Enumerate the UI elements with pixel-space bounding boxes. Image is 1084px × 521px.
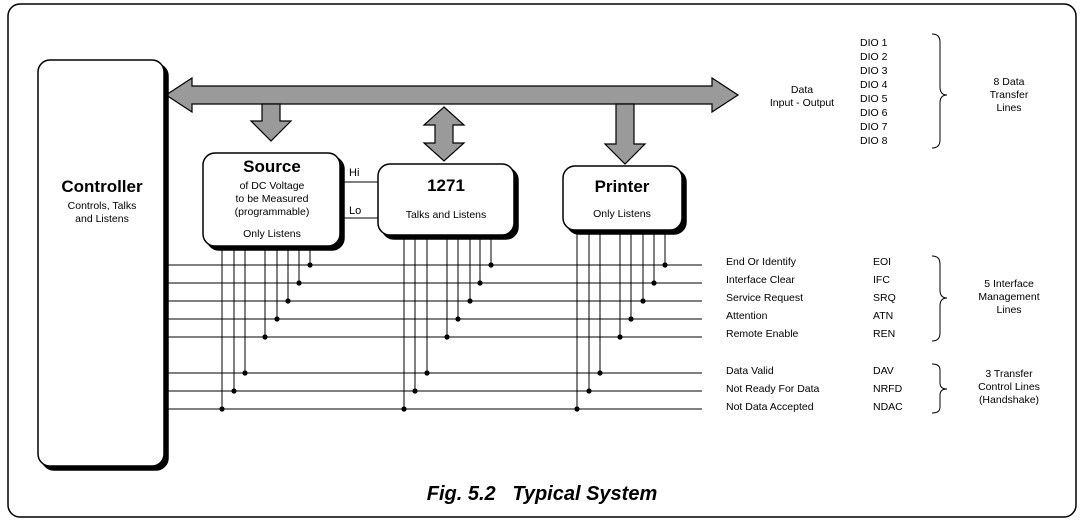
line-name: End Or Identify [726,256,797,268]
transfer-lines-brace [931,363,948,414]
line-abbr: DAV [873,365,894,377]
line-name: Data Valid [726,365,774,377]
figure-caption: Fig. 5.2 Typical System [427,483,657,505]
meter-bus-arrow [422,106,466,162]
hi-label: Hi [349,167,359,179]
line-name: Remote Enable [726,328,799,340]
transfer-group-label-2: Control Lines [978,381,1040,393]
source-box [202,152,341,247]
controller-title: Controller [61,177,143,196]
line-abbr: NDAC [873,401,903,413]
data-lines-group-label-3: Lines [996,102,1021,114]
lo-label: Lo [349,205,361,217]
line-abbr: EOI [873,256,891,268]
data-lines-brace [931,33,948,149]
data-lines-group-label-2: Transfer [990,89,1029,101]
meter-box [377,163,515,236]
controller-box [37,59,165,467]
transfer-group-label-1: 3 Transfer [985,368,1033,380]
dio-line: DIO 1 [860,37,888,49]
dio-line: DIO 5 [860,93,888,105]
hi-lo-connection [340,181,378,219]
controller-desc-2: and Listens [75,213,129,225]
management-group-label-2: Management [978,291,1039,303]
data-bus-arrow [164,76,740,114]
dio-line: DIO 3 [860,65,888,77]
source-desc-3: (programmable) [235,206,310,218]
meter-role: Talks and Listens [406,209,487,221]
dio-line: DIO 6 [860,107,888,119]
outer-frame [7,3,1077,518]
data-bus-label-2: Input - Output [770,97,834,109]
source-bus-arrow [249,103,293,142]
source-title: Source [243,157,301,176]
line-name: Not Ready For Data [726,383,820,395]
line-abbr: IFC [873,274,890,286]
transfer-group-label-3: (Handshake) [979,394,1039,406]
line-name: Attention [726,310,768,322]
dio-line: DIO 4 [860,79,888,91]
line-name: Service Request [726,292,803,304]
line-abbr: REN [873,328,895,340]
data-bus-label-1: Data [791,84,813,96]
line-abbr: SRQ [873,292,896,304]
management-lines-list: End Or Identify EOI Interface Clear IFC … [726,256,896,340]
line-abbr: NRFD [873,383,903,395]
printer-bus-arrow [603,103,647,165]
printer-role: Only Listens [593,208,651,220]
management-group-label-1: 5 Interface [984,278,1034,290]
transfer-lines-list: Data Valid DAV Not Ready For Data NRFD N… [726,365,903,413]
dio-list: DIO 1 DIO 2 DIO 3 DIO 4 DIO 5 DIO 6 DIO … [860,37,888,147]
printer-box [562,165,683,231]
line-abbr: ATN [873,310,893,322]
dio-line: DIO 7 [860,121,888,133]
data-lines-group-label-1: 8 Data [994,76,1025,88]
printer-title: Printer [595,177,650,196]
line-name: Interface Clear [726,274,795,286]
meter-title: 1271 [427,176,465,195]
dio-line: DIO 2 [860,51,888,63]
junction-dots [219,262,668,412]
management-group-label-3: Lines [996,304,1021,316]
dio-line: DIO 8 [860,135,888,147]
bus-lines [168,264,702,410]
source-desc-1: of DC Voltage [240,180,305,192]
controller-desc-1: Controls, Talks [68,200,137,212]
device-drop-lines [221,230,666,409]
management-lines-brace [931,255,948,342]
source-desc-2: to be Measured [236,193,309,205]
source-role: Only Listens [243,228,301,240]
line-name: Not Data Accepted [726,401,814,413]
